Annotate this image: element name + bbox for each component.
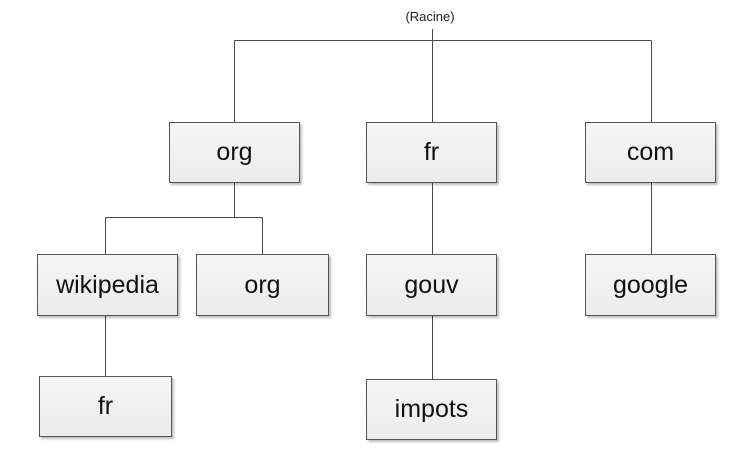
node-wikipedia: wikipedia bbox=[37, 254, 178, 316]
node-org-sub: org bbox=[196, 254, 329, 316]
node-gouv: gouv bbox=[366, 254, 497, 316]
root-label: (Racine) bbox=[405, 9, 455, 24]
node-org: org bbox=[169, 122, 300, 183]
node-fr: fr bbox=[366, 122, 497, 183]
node-wikipedia-fr: fr bbox=[39, 376, 172, 437]
node-google: google bbox=[585, 254, 716, 316]
node-impots: impots bbox=[366, 379, 497, 440]
node-com: com bbox=[585, 122, 716, 183]
